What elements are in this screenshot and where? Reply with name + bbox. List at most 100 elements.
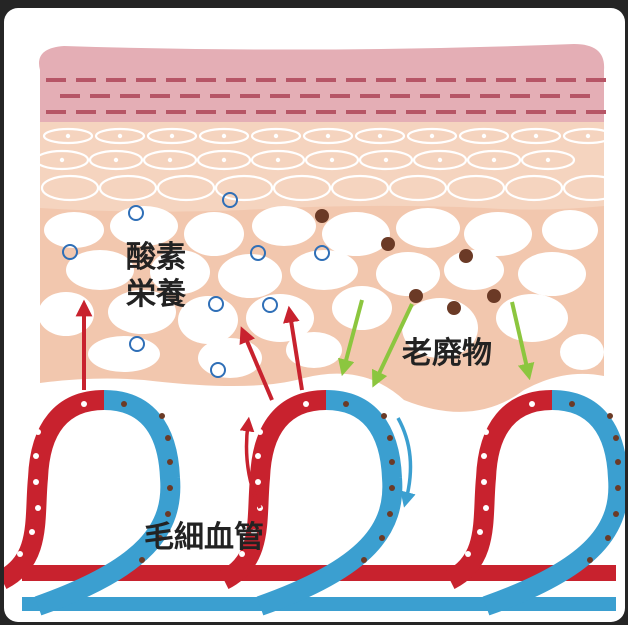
blood-cell xyxy=(489,409,495,415)
stratum-dash xyxy=(496,110,516,114)
stratum-dash xyxy=(510,94,530,98)
waste-dot-icon xyxy=(381,237,395,251)
waste-cell xyxy=(389,485,395,491)
stratum-dash xyxy=(346,110,366,114)
blood-cell xyxy=(483,505,489,511)
stratum-dash xyxy=(346,78,366,82)
waste-cell xyxy=(139,557,145,563)
stratum-dash xyxy=(166,78,186,82)
stratum-dash xyxy=(150,94,170,98)
waste-cell xyxy=(587,557,593,563)
dermis-cell xyxy=(178,296,238,344)
stratum-dash xyxy=(406,78,426,82)
dermis-cell xyxy=(322,212,390,256)
stratum-dash xyxy=(436,110,456,114)
dermis-cell xyxy=(376,252,440,296)
stratum-dash xyxy=(330,94,350,98)
cell-nucleus xyxy=(170,134,174,138)
waste-cell xyxy=(379,535,385,541)
blood-cell xyxy=(481,479,487,485)
blood-cell xyxy=(35,505,41,511)
waste-cell xyxy=(387,435,393,441)
stratum-dash xyxy=(466,78,486,82)
stratum-dash xyxy=(90,94,110,98)
waste-dot-icon xyxy=(487,289,501,303)
blood-cell xyxy=(17,551,23,557)
dermis-cell xyxy=(542,210,598,250)
capillary-label: 毛細血管 xyxy=(144,520,264,557)
cell-nucleus xyxy=(384,158,388,162)
cell-nucleus xyxy=(114,158,118,162)
waste-cell xyxy=(361,557,367,563)
blood-cell xyxy=(257,429,263,435)
stratum-dash xyxy=(76,78,96,82)
cell-nucleus xyxy=(276,158,280,162)
stratum-dash xyxy=(60,94,80,98)
blood-cell xyxy=(465,551,471,557)
stratum-dash xyxy=(76,110,96,114)
cell-nucleus xyxy=(66,134,70,138)
cell-nucleus xyxy=(492,158,496,162)
dermis-cell xyxy=(88,336,160,372)
cell-nucleus xyxy=(326,134,330,138)
stratum-dash xyxy=(556,110,576,114)
blood-cell xyxy=(483,429,489,435)
dermis-cell xyxy=(332,286,392,330)
waste-dot-icon xyxy=(459,249,473,263)
stratum-dash xyxy=(46,78,66,82)
stratum-dash xyxy=(360,94,380,98)
dermis-cell xyxy=(444,250,504,290)
nutrients-label: 栄養 xyxy=(126,277,186,314)
oxygen-nutrients-label: 酸素 栄養 xyxy=(126,240,186,313)
stratum-dash xyxy=(226,78,246,82)
stratum-dash xyxy=(106,78,126,82)
waste-cell xyxy=(569,401,575,407)
blood-cell xyxy=(33,453,39,459)
dermis-cell xyxy=(44,212,104,248)
blood-cell xyxy=(29,529,35,535)
blood-cell xyxy=(41,409,47,415)
dermis-cell xyxy=(464,212,532,256)
waste-dot-icon xyxy=(447,301,461,315)
cell-nucleus xyxy=(438,158,442,162)
waste-cell xyxy=(389,459,395,465)
stratum-dash xyxy=(136,78,156,82)
dermis-cell xyxy=(560,334,604,370)
stratum-dash xyxy=(526,110,546,114)
stratum-dash xyxy=(120,94,140,98)
stratum-dash xyxy=(376,78,396,82)
dermis-cell xyxy=(218,254,282,298)
waste-cell xyxy=(381,413,387,419)
stratum-dash xyxy=(226,110,246,114)
waste-cell xyxy=(615,459,621,465)
stratum-dash xyxy=(586,110,606,114)
capillary-diagram xyxy=(4,8,625,622)
waste-cell xyxy=(159,413,165,419)
cell-nucleus xyxy=(168,158,172,162)
cell-nucleus xyxy=(546,158,550,162)
waste-cell xyxy=(613,435,619,441)
stratum-dash xyxy=(240,94,260,98)
cell-nucleus xyxy=(330,158,334,162)
stratum-dash xyxy=(316,110,336,114)
stratum-dash xyxy=(390,94,410,98)
stratum-dash xyxy=(196,110,216,114)
stratum-dash xyxy=(556,78,576,82)
blood-cell xyxy=(263,409,269,415)
stratum-dash xyxy=(420,94,440,98)
stratum-dash xyxy=(300,94,320,98)
stratum-dash xyxy=(376,110,396,114)
stratum-dash xyxy=(180,94,200,98)
dermis-cell xyxy=(518,252,586,296)
dermis-cell xyxy=(290,250,358,290)
stratum-dash xyxy=(46,110,66,114)
cell-nucleus xyxy=(482,134,486,138)
stratum-dash xyxy=(196,78,216,82)
stratum-dash xyxy=(166,110,186,114)
blood-cell xyxy=(81,401,87,407)
stratum-dash xyxy=(210,94,230,98)
cell-nucleus xyxy=(534,134,538,138)
stratum-dash xyxy=(540,94,560,98)
cell-nucleus xyxy=(60,158,64,162)
stratum-dash xyxy=(256,110,276,114)
